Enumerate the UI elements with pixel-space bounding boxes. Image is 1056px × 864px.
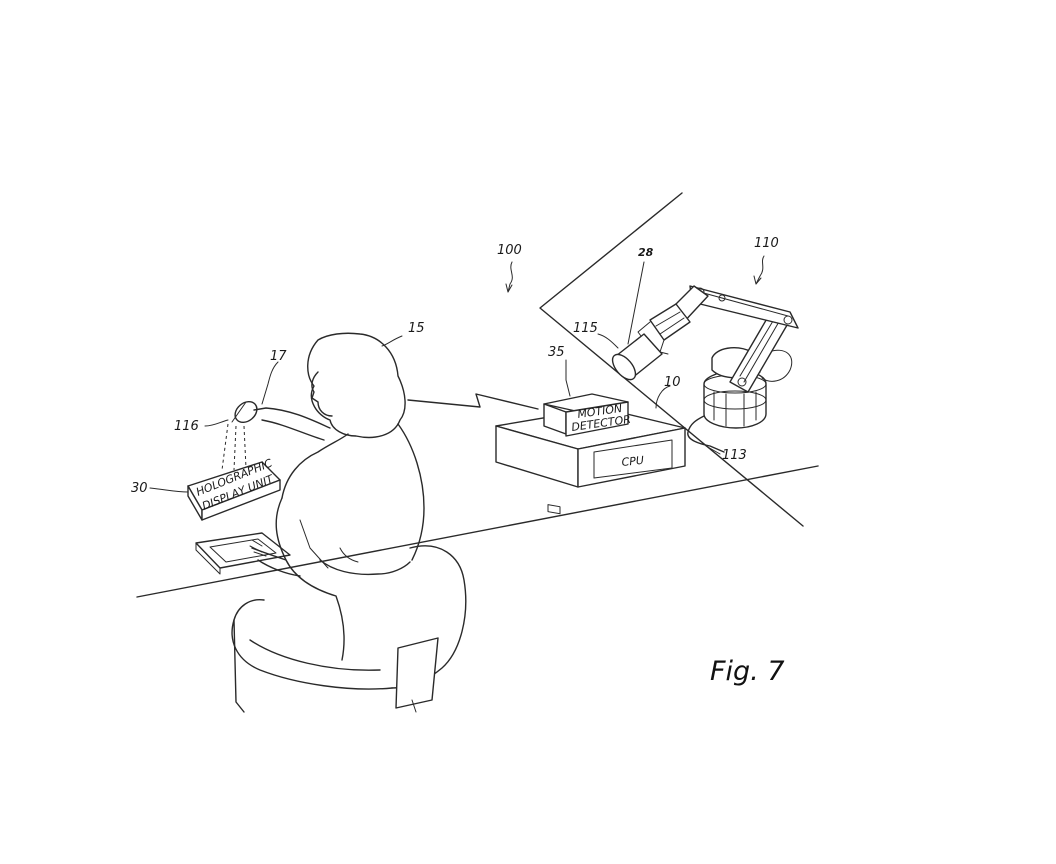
holographic-display-unit (187, 461, 281, 521)
ref-projection: 116 (174, 419, 199, 434)
ref-hand-object: 17 (270, 349, 287, 364)
ref-holographic-unit: 30 (131, 481, 148, 496)
hand-held-object (231, 400, 258, 424)
ref-system: 100 (497, 243, 522, 258)
figure-caption: Fig. 7 (710, 656, 785, 687)
wireless-link (407, 393, 539, 410)
keyboard (195, 532, 291, 575)
leader-lines (149, 255, 765, 493)
ref-robot: 110 (754, 236, 779, 251)
operator (249, 332, 425, 661)
motion-detector (543, 393, 629, 515)
ref-operator: 15 (408, 321, 425, 336)
motion-detector-label-1: MOTION (577, 402, 623, 421)
chair (231, 545, 467, 713)
ref-motion-detector: 35 (548, 345, 565, 360)
remote-site-boundary (539, 192, 804, 527)
gripped-object (611, 333, 663, 381)
desk-edge (136, 465, 819, 598)
projection-beams (221, 423, 247, 471)
ref-end-effector: 115 (573, 321, 598, 336)
ref-cpu: 10 (664, 375, 681, 390)
cpu-label: CPU (621, 454, 645, 469)
ref-cable: 113 (722, 448, 747, 463)
robot-arm (637, 285, 799, 453)
ref-gripped-object: 28 (638, 246, 654, 259)
